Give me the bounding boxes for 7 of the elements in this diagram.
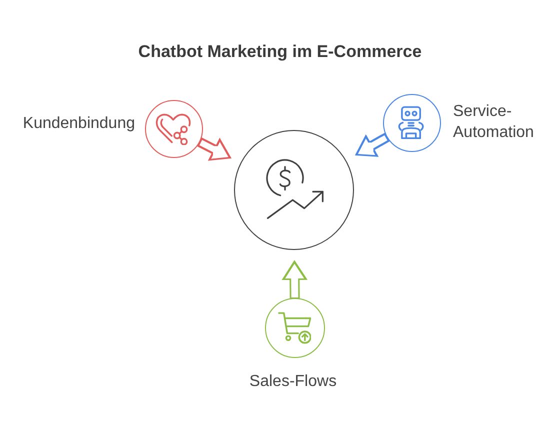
node-label: Sales-Flows bbox=[249, 372, 337, 392]
hollow-arrow bbox=[196, 137, 232, 161]
hollow-arrow bbox=[354, 132, 390, 157]
node-label: Kundenbindung bbox=[22, 114, 135, 134]
hollow-arrow bbox=[282, 260, 308, 300]
node-label: Service-Automation bbox=[453, 102, 534, 143]
diagram-title: Chatbot Marketing im E-Commerce bbox=[138, 41, 422, 63]
